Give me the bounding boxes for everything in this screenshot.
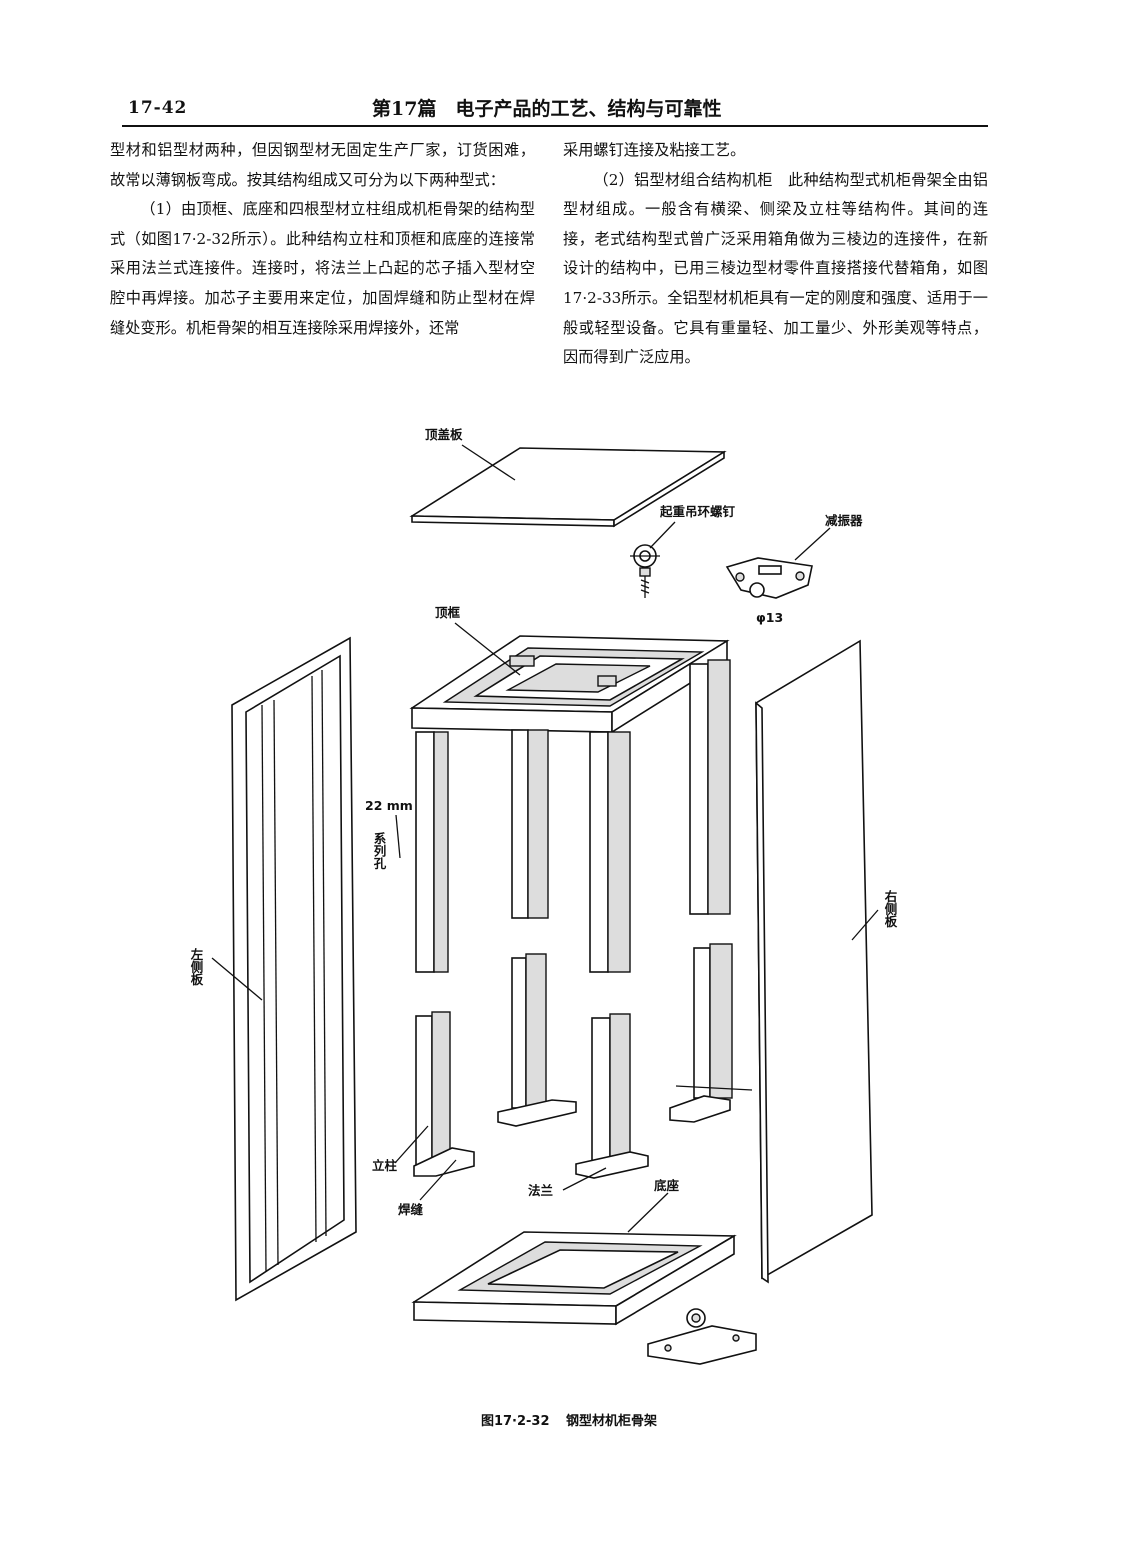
damper-icon (725, 557, 813, 599)
caption-text: 钢型材机柜骨架 (566, 1414, 658, 1429)
right-paragraph-2: （2）铝型材组合结构机柜 此种结构型式机柜骨架全由铝型材组成。一般含有横梁、侧梁… (563, 170, 988, 367)
top-frame-leader (454, 622, 521, 676)
left-side-panel (231, 636, 357, 1302)
flange-label: 法兰 (528, 1183, 554, 1198)
top-cover-plate (409, 447, 727, 528)
eye-bolt-leader (649, 521, 676, 549)
right-side-panel (755, 639, 873, 1284)
left-panel-leader (211, 957, 263, 1001)
hole-series-text: 系列孔 (372, 831, 387, 870)
top-frame-label: 顶框 (435, 605, 461, 620)
left-panel-label: 左侧板 (189, 947, 204, 986)
right-column: 采用螺钉连接及粘接工艺。 （2）铝型材组合结构机柜 此种结构型式机柜骨架全由铝型… (563, 136, 988, 373)
column-leader (394, 1125, 429, 1164)
damper-label: 减振器 (825, 513, 863, 528)
damper-hole-label: φ13 (756, 610, 783, 625)
upper-column-front-right (589, 731, 631, 973)
damper-leader (794, 527, 831, 561)
right-panel-label: 右侧板 (883, 889, 898, 928)
left-column: 型材和铝型材两种，但因钢型材无固定生产厂家，订货困难，故常以薄钢板弯成。按其结构… (110, 136, 535, 343)
right-panel-leader (851, 909, 879, 941)
base-frame (411, 1231, 737, 1326)
right-paragraph-1: 采用螺钉连接及粘接工艺。 (563, 141, 746, 159)
hole-series-size: 22 mm (365, 798, 413, 813)
bottom-damper-icon (647, 1308, 757, 1365)
top-cover-leader (461, 444, 516, 481)
figure-caption: 图17·2-32 钢型材机柜骨架 (0, 1410, 1138, 1429)
lower-column-back-right (669, 943, 733, 1123)
lower-column-back-left (497, 953, 577, 1127)
top-cover-label: 顶盖板 (425, 427, 463, 442)
column-label: 立柱 (372, 1158, 398, 1173)
upper-column-back-right (689, 659, 731, 915)
lifting-eye-bolt-icon (630, 544, 660, 598)
base-leader (627, 1192, 669, 1233)
weld-seam-label: 焊缝 (398, 1202, 424, 1217)
eye-bolt-label: 起重吊环螺钉 (659, 504, 736, 519)
upper-column-front-left (415, 731, 449, 973)
lower-column-front-left (413, 1011, 475, 1177)
flange-leader (562, 1167, 607, 1191)
lower-column-front-right (575, 1013, 649, 1179)
right-column-leader (675, 1085, 753, 1091)
chapter-title: 第17篇 电子产品的工艺、结构与可靠性 (372, 98, 722, 120)
top-frame (409, 635, 730, 734)
header-rule (122, 125, 988, 127)
base-label: 底座 (654, 1178, 680, 1193)
caption-number: 图17·2-32 (480, 1414, 550, 1429)
hole-series-leader (395, 814, 401, 859)
left-paragraph-2: （1）由顶框、底座和四根型材立柱组成机柜骨架的结构型式（如图17·2-32所示）… (110, 200, 535, 337)
upper-column-back-left (511, 729, 549, 919)
page-number: 17-42 (128, 98, 188, 118)
left-paragraph-1: 型材和铝型材两种，但因钢型材无固定生产厂家，订货困难，故常以薄钢板弯成。按其结构… (110, 141, 535, 189)
weld-seam-leader (419, 1159, 457, 1201)
